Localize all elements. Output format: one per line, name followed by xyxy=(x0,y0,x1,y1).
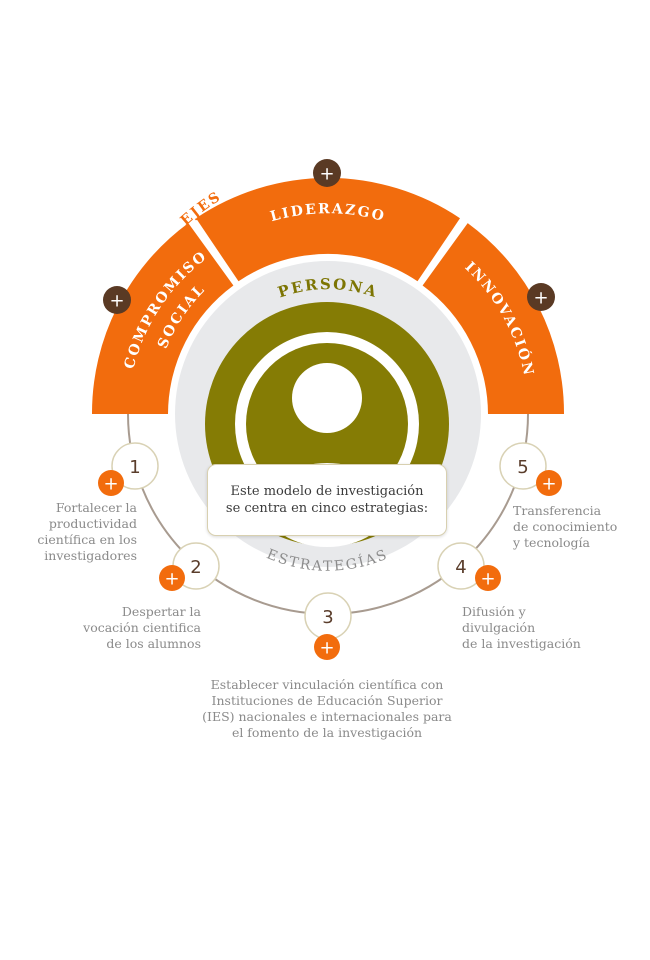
center-info-line-2: se centra en cinco estrategias: xyxy=(225,501,429,516)
strategy-5-plus-button[interactable]: + xyxy=(536,470,562,496)
compromiso-plus-button[interactable]: + xyxy=(103,286,131,314)
strategy-4-marker[interactable]: 4 xyxy=(437,542,485,590)
strategy-5-description: Transferencia de conocimiento y tecnolog… xyxy=(513,503,618,550)
plus-icon: + xyxy=(103,474,118,495)
strategy-4-description: Difusión y divulgación de la investigaci… xyxy=(462,604,581,651)
plus-icon: + xyxy=(480,569,495,590)
plus-icon: + xyxy=(319,164,334,185)
strategy-2-plus-button[interactable]: + xyxy=(159,565,185,591)
liderazgo-plus-button[interactable]: + xyxy=(313,159,341,187)
strategy-5-marker[interactable]: 5 xyxy=(499,442,547,490)
center-info-line-1: Este modelo de investigación xyxy=(230,484,424,499)
strategy-3-marker[interactable]: 3 xyxy=(304,592,352,640)
strategy-1-marker[interactable]: 1 xyxy=(111,442,159,490)
plus-icon: + xyxy=(164,569,179,590)
strategy-1-plus-button[interactable]: + xyxy=(98,470,124,496)
svg-text:5: 5 xyxy=(517,457,528,478)
svg-text:1: 1 xyxy=(129,457,140,478)
innovacion-plus-button[interactable]: + xyxy=(527,283,555,311)
strategy-3-description: Establecer vinculación científica con In… xyxy=(202,677,452,740)
segment-compromiso-social[interactable] xyxy=(91,223,234,414)
center-info-box: Este modelo de investigación se centra e… xyxy=(207,464,447,536)
strategy-4-plus-button[interactable]: + xyxy=(475,565,501,591)
strategy-1-description: Fortalecer la productividad científica e… xyxy=(37,500,137,563)
plus-icon: + xyxy=(541,474,556,495)
svg-text:4: 4 xyxy=(455,557,466,578)
svg-text:3: 3 xyxy=(322,607,333,628)
svg-text:2: 2 xyxy=(190,557,201,578)
strategy-2-description: Despertar la vocación cientifica de los … xyxy=(83,604,201,651)
plus-icon: + xyxy=(533,288,548,309)
plus-icon: + xyxy=(109,291,124,312)
segment-innovacion[interactable] xyxy=(422,223,565,414)
segment-liderazgo[interactable] xyxy=(196,177,460,282)
plus-icon: + xyxy=(319,638,334,659)
strategy-3-plus-button[interactable]: + xyxy=(314,634,340,660)
